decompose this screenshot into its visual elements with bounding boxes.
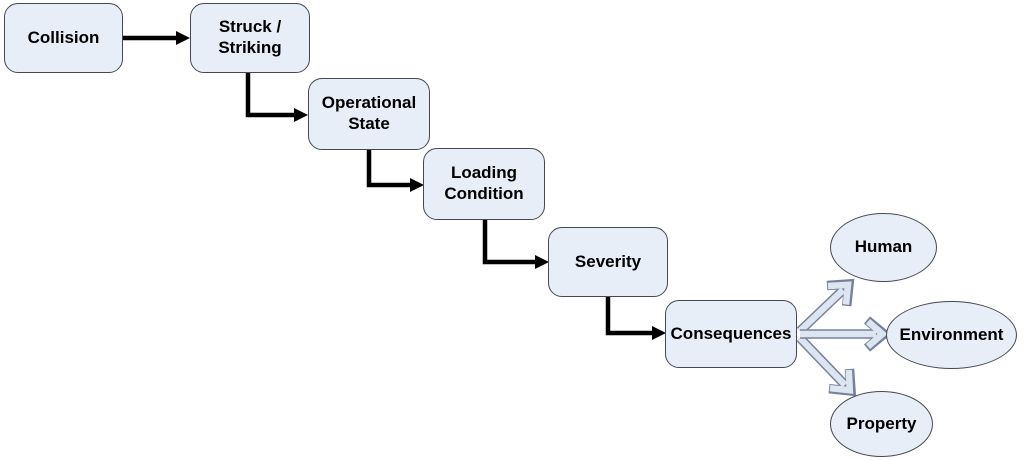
node-collision-label: Collision — [27, 27, 100, 47]
block-arrow-to-human — [796, 278, 855, 335]
node-property-label: Property — [846, 413, 917, 433]
node-operational-state-label: Operational State — [321, 93, 417, 133]
node-environment: Environment — [886, 301, 1017, 369]
node-consequences-label: Consequences — [670, 323, 792, 343]
node-human-label: Human — [854, 237, 913, 257]
node-operational-state: Operational State — [308, 78, 430, 150]
node-environment-label: Environment — [899, 324, 1004, 344]
block-arrow-to-property — [796, 334, 857, 397]
node-loading-condition: Loading Condition — [423, 148, 545, 220]
edge-struck-striking-to-operational-state — [245, 71, 308, 122]
node-struck-striking: Struck / Striking — [190, 3, 310, 73]
block-arrow-to-environment — [800, 316, 892, 352]
node-struck-striking-label: Struck / Striking — [218, 17, 282, 57]
node-property: Property — [830, 391, 933, 457]
edge-operational-state-to-loading-condition — [366, 148, 424, 192]
node-loading-condition-label: Loading Condition — [444, 163, 524, 203]
node-human: Human — [830, 213, 937, 282]
edge-collision-to-struck-striking — [123, 31, 190, 45]
node-severity: Severity — [548, 227, 668, 297]
edge-loading-condition-to-severity — [482, 218, 549, 269]
node-severity-label: Severity — [574, 251, 642, 271]
edge-severity-to-consequences — [605, 295, 666, 340]
node-collision: Collision — [4, 3, 123, 73]
node-consequences: Consequences — [665, 300, 797, 368]
